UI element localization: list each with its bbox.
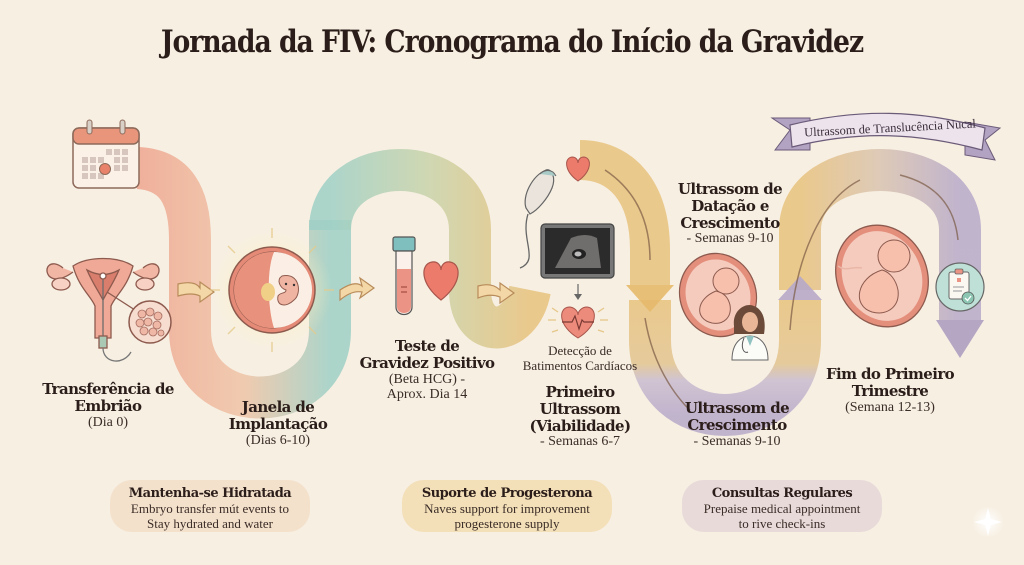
milestone-end-first-trimester: Fim do Primeiro Trimestre (Semana 12-13) bbox=[820, 366, 960, 415]
milestone-detail: Aprox. Dia 14 bbox=[386, 387, 468, 403]
milestone-first-ultrasound: Primeiro Ultrassom (Viabilidade) - Seman… bbox=[505, 384, 655, 450]
milestone-dating-ultrasound: Ultrassom de Datação e Crescimento - Sem… bbox=[660, 181, 800, 247]
tip-text: Embryo transfer mút events to bbox=[130, 500, 290, 516]
milestone-detail: (Dias 6-10) bbox=[245, 432, 311, 448]
fetus-icon bbox=[835, 224, 929, 328]
milestone-detail: - Semanas 9-10 bbox=[693, 433, 781, 449]
tip-text: to rive check-ins bbox=[738, 515, 826, 531]
milestone-title: Fim do Primeiro bbox=[825, 365, 955, 383]
heartbeat-caption: Detecção de Batimentos Cardíacos bbox=[522, 343, 638, 373]
timeline-path bbox=[135, 140, 981, 436]
milestone-title: Trimestre bbox=[851, 381, 929, 400]
milestone-detail: (Beta HCG) - bbox=[388, 371, 466, 387]
milestone-growth-ultrasound: Ultrassom de Crescimento - Semanas 9-10 bbox=[672, 400, 802, 449]
milestone-detail: (Semana 12-13) bbox=[845, 399, 935, 415]
tip-washes bbox=[110, 480, 882, 532]
milestone-title: Janela de bbox=[241, 398, 315, 416]
stage-connector-arrows bbox=[177, 276, 516, 305]
milestone-title: Crescimento bbox=[680, 213, 780, 232]
tip-text: Naves support for improvement bbox=[424, 500, 590, 516]
heart-icon bbox=[423, 261, 459, 301]
tip-regular-checkups: Consultas Regulares Prepaise medical app… bbox=[682, 481, 882, 538]
milestone-title: Embrião bbox=[74, 396, 143, 415]
uterus-icon bbox=[46, 257, 160, 362]
ultrasound-monitor-icon bbox=[540, 223, 615, 279]
embryo-cells-icon bbox=[128, 300, 172, 344]
sparkle-icon bbox=[972, 506, 1004, 538]
milestone-title: Ultrassom de bbox=[677, 180, 783, 198]
heart-icon bbox=[566, 156, 590, 182]
milestone-positive-test: Teste de Gravidez Positivo (Beta HCG) - … bbox=[352, 338, 502, 403]
milestone-detail: (Dia 0) bbox=[87, 414, 129, 430]
page-title: Jornada da FIV: Cronograma do Início da … bbox=[160, 24, 864, 60]
tip-text: Prepaise medical appointment bbox=[703, 500, 861, 516]
tip-title: Mantenha-se Hidratada bbox=[128, 486, 292, 501]
milestone-title: Teste de bbox=[394, 337, 460, 355]
milestone-title: Crescimento bbox=[687, 415, 787, 434]
milestone-title: Primeiro Ultrassom bbox=[539, 383, 621, 418]
milestone-title: Implantação bbox=[228, 414, 328, 433]
tip-hydration: Mantenha-se Hidratada Embryo transfer mú… bbox=[110, 481, 310, 538]
banner-ribbon bbox=[770, 112, 1002, 161]
doctor-icon bbox=[731, 304, 769, 361]
milestone-embryo-transfer: Transferência de Embrião (Dia 0) bbox=[28, 381, 188, 430]
ultrasound-probe-icon bbox=[519, 169, 557, 269]
milestone-title: Transferência de bbox=[42, 380, 174, 398]
milestone-title: Datação e bbox=[691, 196, 769, 215]
fetus-icon bbox=[678, 252, 758, 338]
milestone-implantation-window: Janela de Implantação (Dias 6-10) bbox=[208, 399, 348, 448]
tip-text: progesterone supply bbox=[454, 515, 560, 531]
path-arrowheads bbox=[626, 276, 984, 358]
tip-title: Consultas Regulares bbox=[711, 486, 853, 501]
calendar-icon bbox=[72, 119, 140, 189]
test-tube-icon bbox=[392, 236, 416, 316]
milestone-detail: - Semanas 9-10 bbox=[686, 231, 774, 247]
milestone-title: Ultrassom de bbox=[684, 399, 790, 417]
implanting-embryo-icon bbox=[210, 228, 334, 352]
milestone-title: (Viabilidade) bbox=[529, 416, 631, 435]
heartbeat-icon bbox=[548, 306, 608, 339]
tip-progesterone: Suporte de Progesterona Naves support fo… bbox=[402, 481, 612, 538]
tip-text: Stay hydrated and water bbox=[147, 515, 273, 531]
tip-title: Suporte de Progesterona bbox=[421, 486, 593, 501]
milestone-detail: - Semanas 6-7 bbox=[539, 434, 621, 450]
clipboard-check-icon bbox=[935, 262, 985, 312]
milestone-title: Gravidez Positivo bbox=[359, 353, 495, 372]
